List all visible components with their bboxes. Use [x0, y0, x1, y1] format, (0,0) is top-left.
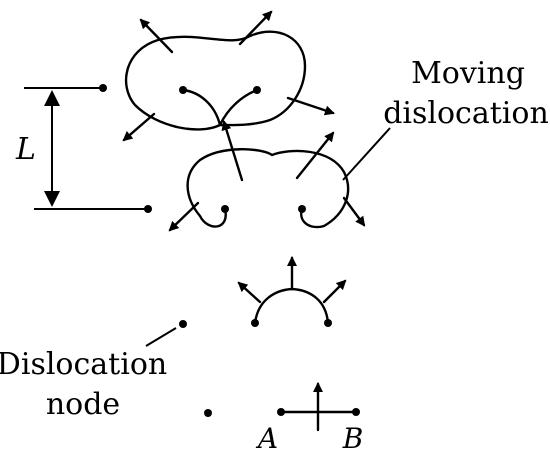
- arrowhead-up-icon: [44, 90, 60, 106]
- bowed-dislocation-segment: [237, 256, 347, 327]
- motion-arrow: [237, 281, 262, 304]
- dislocation-node: [144, 205, 152, 213]
- length-dimension: L: [15, 87, 148, 210]
- dislocation-node: [221, 205, 229, 213]
- length-label: L: [15, 132, 36, 167]
- dislocation-node: [298, 205, 306, 213]
- dislocation-node: [179, 320, 187, 328]
- motion-arrow: [221, 120, 244, 182]
- dislocation-node: [99, 84, 107, 92]
- moving-dislocation-label-line2: dislocation: [383, 96, 549, 131]
- point-b-node: [352, 408, 360, 416]
- kidney-loop-line: [186, 148, 350, 229]
- dislocation-node: [251, 319, 259, 327]
- motion-arrow: [168, 201, 200, 232]
- dislocation-node: [324, 319, 332, 327]
- straight-dislocation-segment: A B: [204, 382, 364, 455]
- dislocation-node-label-line2: node: [46, 387, 120, 422]
- bowed-line: [253, 287, 330, 325]
- motion-arrow: [322, 279, 347, 304]
- motion-arrow: [286, 96, 335, 116]
- point-a-node: [277, 408, 285, 416]
- kidney-dislocation-loop: [168, 120, 366, 232]
- dislocation-node: [253, 86, 261, 94]
- dislocation-node: [204, 409, 212, 417]
- point-a-label: A: [255, 422, 278, 455]
- dislocation-node: [179, 86, 187, 94]
- motion-arrow: [295, 131, 335, 180]
- dislocation-node-leader-line: [145, 327, 177, 347]
- motion-arrow: [122, 112, 156, 142]
- dislocation-node-label-line1: Dislocation: [0, 347, 167, 382]
- point-b-label: B: [342, 422, 364, 455]
- inner-loop-line: [181, 88, 259, 127]
- moving-dislocation-leader-line: [342, 127, 391, 181]
- large-dislocation-loop: [122, 10, 335, 142]
- moving-dislocation-label-line1: Moving: [411, 56, 525, 91]
- motion-arrow: [139, 18, 174, 54]
- motion-arrow: [238, 10, 273, 46]
- motion-arrow: [342, 196, 366, 227]
- arrowhead-down-icon: [44, 191, 60, 207]
